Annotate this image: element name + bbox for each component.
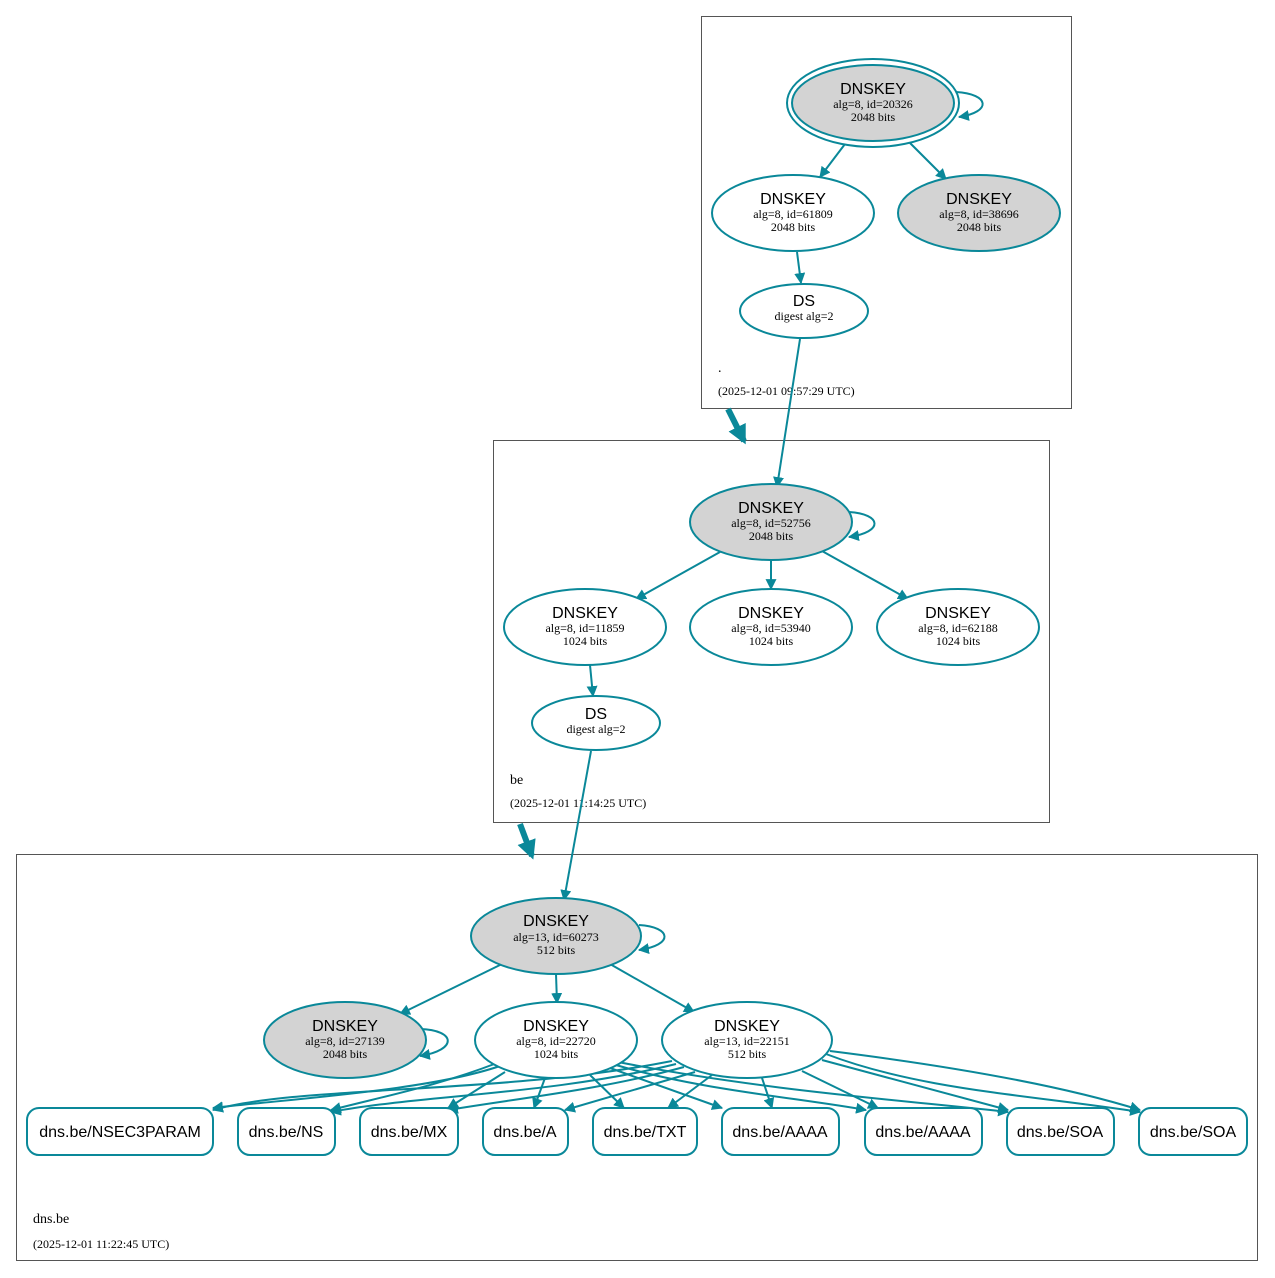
rrset-label: dns.be/SOA	[1017, 1124, 1104, 1141]
rrset-aaaa[interactable]: dns.be/AAAA	[864, 1107, 983, 1156]
rrset-soa[interactable]: dns.be/SOA	[1006, 1107, 1115, 1156]
node-title: DNSKEY	[840, 81, 906, 98]
rrset-label: dns.be/MX	[371, 1124, 448, 1141]
node-detail: alg=8, id=52756	[731, 516, 811, 530]
node-title: DNSKEY	[738, 605, 804, 622]
edges-be	[560, 511, 909, 902]
node-title: DNSKEY	[552, 605, 618, 622]
zone-name: dns.be	[33, 1212, 69, 1227]
delegation-arrow	[517, 822, 536, 860]
node-detail: alg=13, id=60273	[513, 930, 599, 944]
rrset-mx[interactable]: dns.be/MX	[359, 1107, 459, 1156]
node-detail: 2048 bits	[323, 1047, 368, 1061]
node-detail: alg=8, id=38696	[939, 207, 1019, 221]
ds-node-root[interactable]: DS digest alg=2	[739, 283, 869, 339]
dnskey-node-52756[interactable]: DNSKEY alg=8, id=52756 2048 bits	[689, 483, 853, 561]
node-detail: alg=8, id=61809	[753, 207, 833, 221]
dnskey-node-60273[interactable]: DNSKEY alg=13, id=60273 512 bits	[470, 897, 642, 975]
dnskey-node-27139[interactable]: DNSKEY alg=8, id=27139 2048 bits	[263, 1001, 427, 1079]
dnskey-node-53940[interactable]: DNSKEY alg=8, id=53940 1024 bits	[689, 588, 853, 666]
edges-dnsbe	[211, 924, 1142, 1117]
node-detail: 2048 bits	[749, 529, 794, 543]
zone-time: (2025-12-01 11:22:45 UTC)	[33, 1237, 169, 1251]
node-title: DS	[793, 293, 815, 310]
rrset-label: dns.be/TXT	[604, 1124, 687, 1141]
rrset-txt[interactable]: dns.be/TXT	[592, 1107, 698, 1156]
node-title: DNSKEY	[760, 191, 826, 208]
node-detail: alg=8, id=53940	[731, 621, 811, 635]
node-detail: 2048 bits	[771, 220, 816, 234]
dnskey-node-38696[interactable]: DNSKEY alg=8, id=38696 2048 bits	[897, 174, 1061, 252]
dnskey-node-22720[interactable]: DNSKEY alg=8, id=22720 1024 bits	[474, 1001, 638, 1079]
zone-root-cluster: . (2025-12-01 09:57:29 UTC)	[701, 16, 1072, 409]
delegation-arrow	[725, 407, 747, 445]
node-detail: 1024 bits	[534, 1047, 579, 1061]
node-detail: 1024 bits	[563, 634, 608, 648]
node-detail: 1024 bits	[936, 634, 981, 648]
zone-time: (2025-12-01 09:57:29 UTC)	[718, 384, 855, 398]
node-detail: alg=8, id=62188	[918, 621, 998, 635]
node-detail: 512 bits	[537, 943, 576, 957]
node-detail: digest alg=2	[774, 309, 833, 323]
node-detail: 2048 bits	[851, 110, 896, 124]
node-title: DNSKEY	[312, 1018, 378, 1035]
zone-dnsbe-cluster: dns.be (2025-12-01 11:22:45 UTC)	[16, 854, 1258, 1261]
node-detail: alg=8, id=27139	[305, 1034, 385, 1048]
dnskey-node-20326[interactable]: DNSKEY alg=8, id=20326 2048 bits	[786, 58, 960, 148]
dnskey-node-22151[interactable]: DNSKEY alg=13, id=22151 512 bits	[661, 1001, 833, 1079]
edges-root	[773, 91, 984, 489]
node-title: DNSKEY	[523, 1018, 589, 1035]
zone-be-cluster: be (2025-12-01 11:14:25 UTC)	[493, 440, 1050, 823]
node-detail: 512 bits	[728, 1047, 767, 1061]
rrset-label: dns.be/A	[493, 1124, 556, 1141]
rrset-label: dns.be/AAAA	[732, 1124, 828, 1141]
node-title: DNSKEY	[714, 1018, 780, 1035]
zone-name: be	[510, 773, 523, 788]
node-detail: 2048 bits	[957, 220, 1002, 234]
dnskey-node-61809[interactable]: DNSKEY alg=8, id=61809 2048 bits	[711, 174, 875, 252]
zone-name: .	[718, 361, 722, 376]
node-title: DNSKEY	[925, 605, 991, 622]
node-detail: alg=8, id=22720	[516, 1034, 596, 1048]
dnskey-node-62188[interactable]: DNSKEY alg=8, id=62188 1024 bits	[876, 588, 1040, 666]
rrset-nsec3param[interactable]: dns.be/NSEC3PARAM	[26, 1107, 214, 1156]
node-title: DNSKEY	[738, 500, 804, 517]
zone-time: (2025-12-01 11:14:25 UTC)	[510, 796, 646, 810]
rrset-label: dns.be/SOA	[1150, 1124, 1237, 1141]
rrset-label: dns.be/NS	[249, 1124, 324, 1141]
rrset-label: dns.be/AAAA	[875, 1124, 971, 1141]
node-detail: digest alg=2	[566, 722, 625, 736]
dnskey-node-11859[interactable]: DNSKEY alg=8, id=11859 1024 bits	[503, 588, 667, 666]
node-title: DNSKEY	[523, 913, 589, 930]
node-title: DS	[585, 706, 607, 723]
node-title: DNSKEY	[946, 191, 1012, 208]
rrset-ns[interactable]: dns.be/NS	[237, 1107, 336, 1156]
node-detail: alg=8, id=20326	[833, 97, 913, 111]
node-detail: alg=13, id=22151	[704, 1034, 790, 1048]
rrset-label: dns.be/NSEC3PARAM	[39, 1124, 201, 1141]
node-detail: 1024 bits	[749, 634, 794, 648]
ds-node-be[interactable]: DS digest alg=2	[531, 695, 661, 751]
rrset-soa[interactable]: dns.be/SOA	[1138, 1107, 1248, 1156]
node-detail: alg=8, id=11859	[545, 621, 624, 635]
rrset-a[interactable]: dns.be/A	[482, 1107, 569, 1156]
rrset-aaaa[interactable]: dns.be/AAAA	[721, 1107, 840, 1156]
